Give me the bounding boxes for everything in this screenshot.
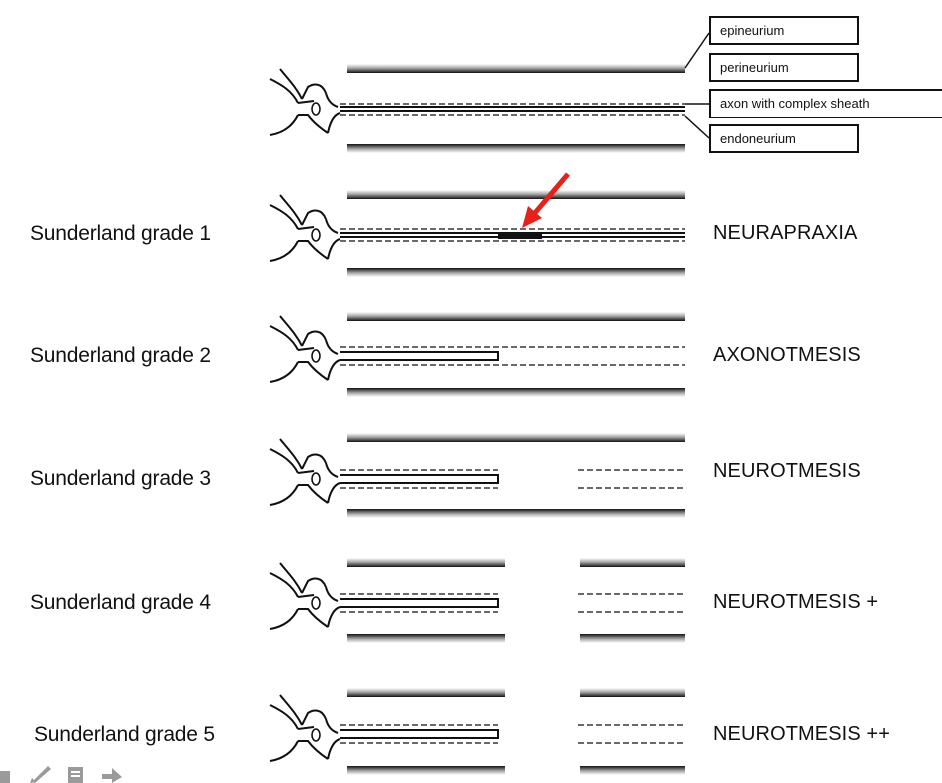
injury-2-label: AXONOTMESIS bbox=[713, 344, 861, 367]
grade-2-label: Sunderland grade 2 bbox=[30, 344, 211, 368]
legend-perineurium: perineurium bbox=[709, 53, 859, 82]
viewer-toolbar bbox=[0, 762, 140, 783]
pencil-icon[interactable] bbox=[28, 762, 52, 783]
epineurium-bottom bbox=[347, 144, 685, 153]
grade-3-label: Sunderland grade 3 bbox=[30, 467, 211, 491]
grade-1-label: Sunderland grade 1 bbox=[30, 222, 211, 246]
injury-3-label: NEUROTMESIS bbox=[713, 460, 861, 483]
legend-epineurium: epineurium bbox=[709, 16, 859, 45]
epineurium-top bbox=[347, 64, 685, 73]
grade-4-nerve bbox=[270, 558, 685, 643]
document-icon[interactable] bbox=[66, 762, 86, 783]
partial-icon[interactable] bbox=[0, 762, 16, 783]
grade-1-nerve bbox=[270, 174, 685, 277]
grade-4-label: Sunderland grade 4 bbox=[30, 591, 211, 615]
grade-3-nerve bbox=[270, 433, 685, 518]
conduction-block-marker bbox=[498, 232, 542, 239]
legend-endoneurium: endoneurium bbox=[709, 124, 859, 153]
normal-nerve bbox=[270, 33, 709, 153]
injury-4-label: NEUROTMESIS + bbox=[713, 591, 878, 614]
legend-axon: axon with complex sheath bbox=[709, 89, 942, 118]
grade-5-label: Sunderland grade 5 bbox=[34, 723, 215, 747]
forward-arrow-icon[interactable] bbox=[100, 762, 124, 783]
grade-2-nerve bbox=[270, 312, 685, 397]
injury-1-label: NEURAPRAXIA bbox=[713, 222, 857, 245]
injury-5-label: NEUROTMESIS ++ bbox=[713, 723, 890, 746]
red-arrow-icon bbox=[522, 174, 568, 228]
grade-5-nerve bbox=[270, 688, 685, 775]
